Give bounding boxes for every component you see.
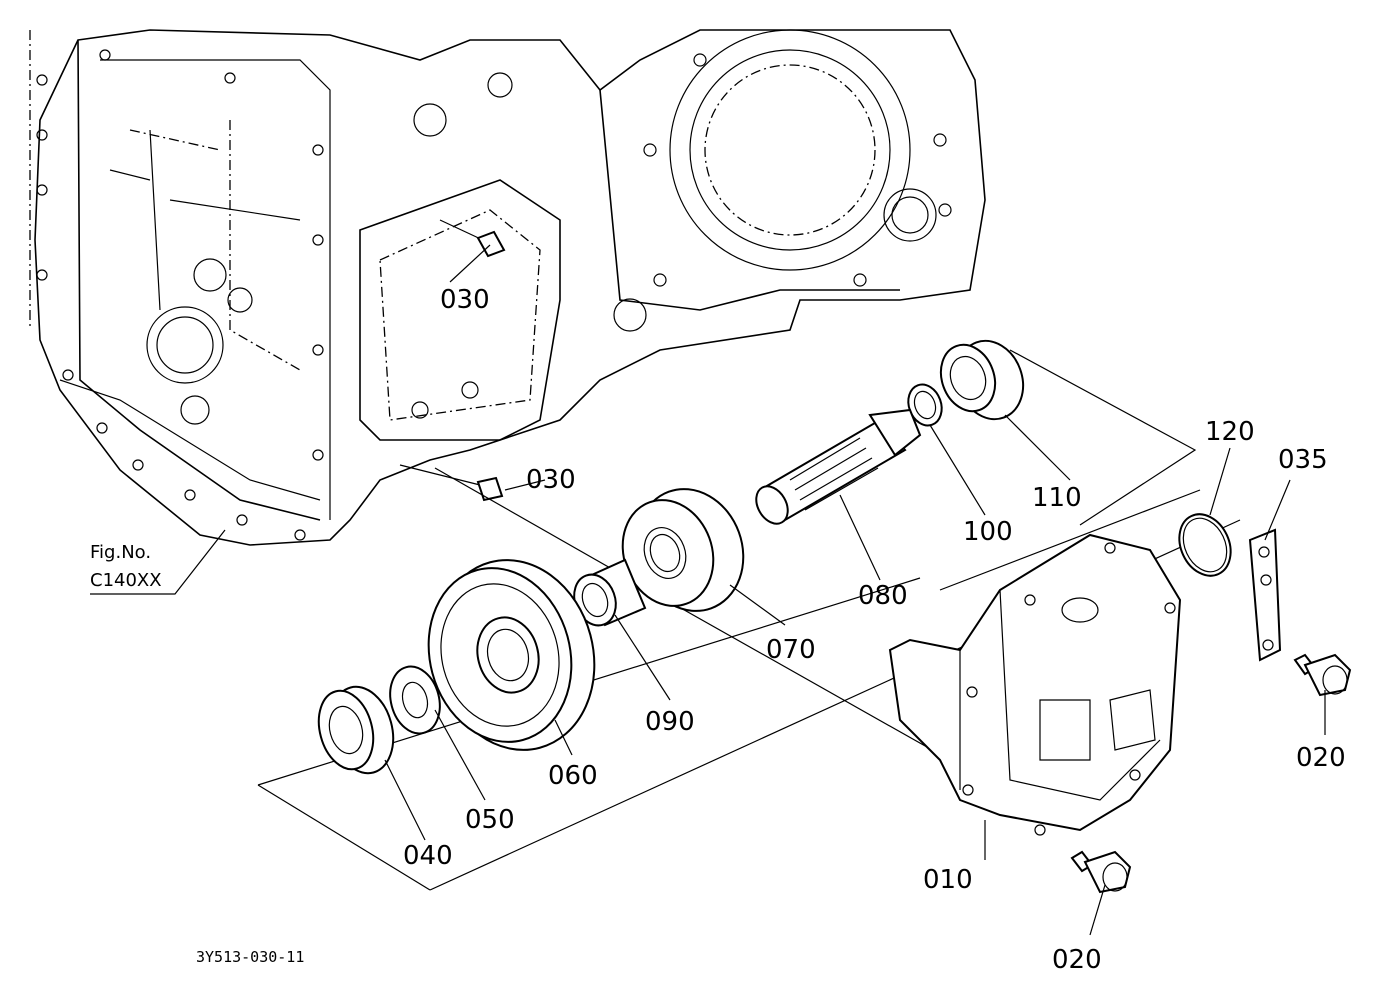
- transmission-case-illustration: [29, 29, 986, 546]
- gear-case-010: [888, 533, 1182, 836]
- gear-060: [427, 559, 596, 751]
- callout-030-upper: 030: [440, 285, 490, 315]
- callout-090: 090: [645, 707, 695, 737]
- callout-020-right: 020: [1296, 743, 1346, 773]
- callout-060: 060: [548, 761, 598, 791]
- figure-reference-line2: C140XX: [90, 570, 162, 591]
- callout-labels: 030 030 035 120 110 100 080 070 090 060 …: [403, 285, 1346, 975]
- figure-reference: Fig.No. C140XX: [90, 542, 162, 591]
- splined-shaft-080: [755, 408, 922, 525]
- callout-040: 040: [403, 841, 453, 871]
- callout-120: 120: [1205, 417, 1255, 447]
- pinion-gear-070: [621, 488, 745, 612]
- callout-080: 080: [858, 581, 908, 611]
- ball-bearing-040: [317, 685, 395, 775]
- callout-020-bottom: 020: [1052, 945, 1102, 975]
- callout-010: 010: [923, 865, 973, 895]
- dowel-pin-upper: [439, 219, 506, 258]
- callout-070: 070: [766, 635, 816, 665]
- bolt-020-bottom: [1070, 850, 1132, 894]
- thrust-washer-050: [389, 665, 441, 735]
- callout-100: 100: [963, 517, 1013, 547]
- drawing-code: 3Y513-030-11: [196, 948, 304, 966]
- collar-090: [573, 558, 647, 627]
- callout-110: 110: [1032, 483, 1082, 513]
- ball-bearing-110: [939, 339, 1025, 421]
- callout-030-lower: 030: [526, 465, 576, 495]
- callout-050: 050: [465, 805, 515, 835]
- circlip-120: [1178, 513, 1232, 577]
- figure-reference-line1: Fig.No.: [90, 542, 151, 563]
- leader-lines: [90, 244, 1326, 936]
- bolt-020-right: [1293, 653, 1352, 697]
- dowel-pin-lower: [399, 464, 504, 502]
- plate-035: [1248, 528, 1282, 662]
- callout-035: 035: [1278, 445, 1328, 475]
